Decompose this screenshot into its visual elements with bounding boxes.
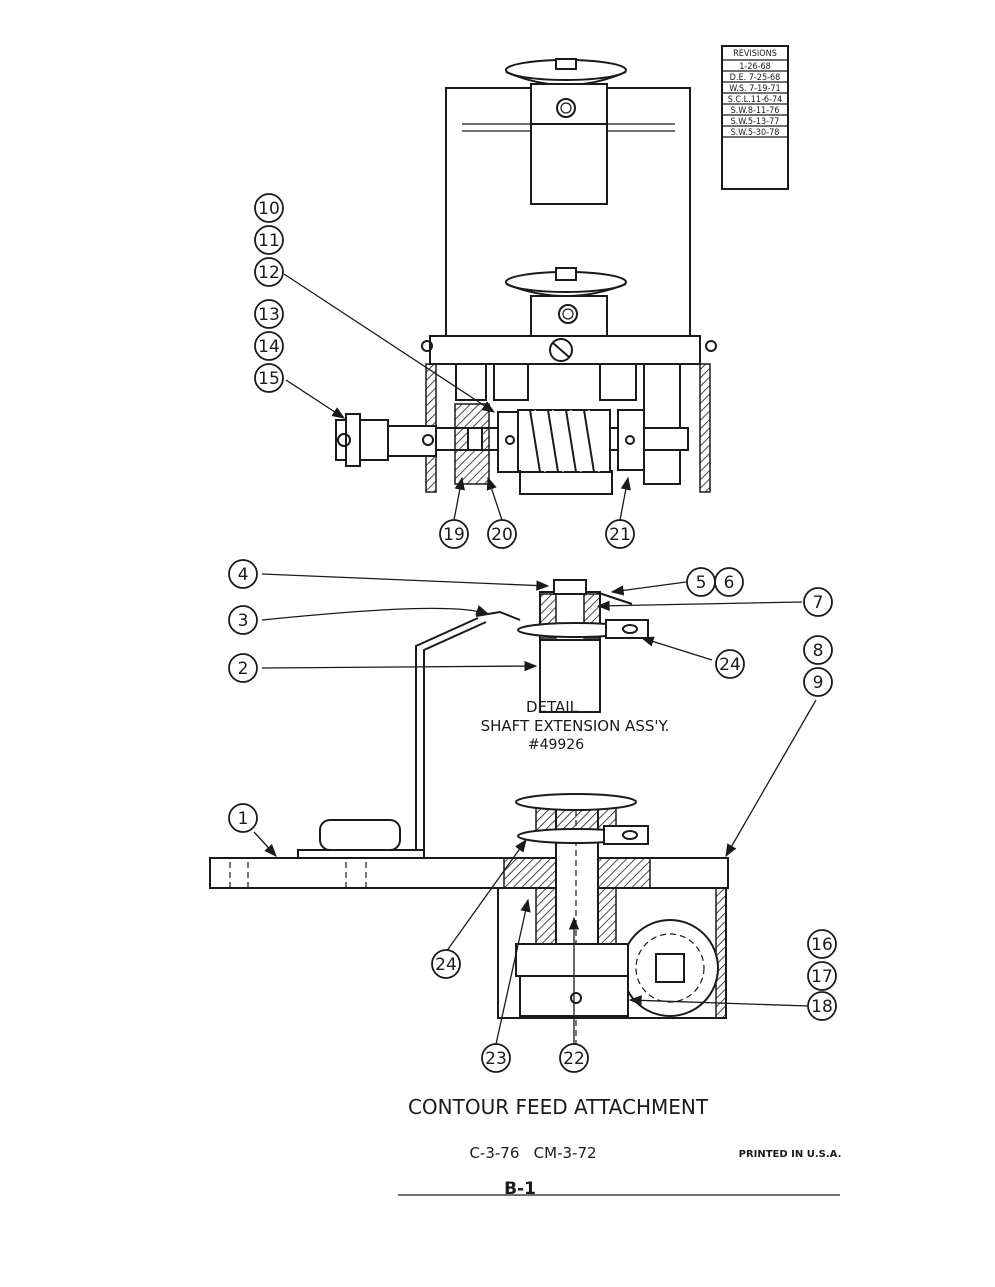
balloon-item-1: 1 bbox=[228, 803, 258, 833]
detail-title: DETAIL bbox=[526, 698, 579, 716]
balloon-label: 10 bbox=[258, 199, 280, 219]
balloon-label: 5 bbox=[696, 573, 707, 593]
balloon-item-24: 24 bbox=[715, 649, 745, 679]
revision-entry: 1-26-68 bbox=[739, 62, 771, 72]
balloon-label: 24 bbox=[719, 655, 741, 675]
balloon-item-12: 12 bbox=[254, 257, 284, 287]
revision-entry: S.C.L.11-6-74 bbox=[728, 95, 783, 105]
top-assembly bbox=[335, 58, 717, 495]
balloon-item-7: 7 bbox=[803, 587, 833, 617]
balloon-item-5: 5 bbox=[686, 567, 716, 597]
balloon-item-9: 9 bbox=[803, 667, 833, 697]
balloon-item-18: 18 bbox=[807, 991, 837, 1021]
balloon-label: 14 bbox=[258, 337, 280, 357]
balloon-item-24: 24 bbox=[431, 949, 461, 979]
balloon-item-19: 19 bbox=[439, 519, 469, 549]
drawing-title: CONTOUR FEED ATTACHMENT bbox=[408, 1095, 709, 1119]
balloon-label: 7 bbox=[813, 593, 824, 613]
revisions-box: REVISIONS 1-26-68D.E. 7-25-68W.S. 7-19-7… bbox=[721, 45, 789, 190]
balloon-label: 6 bbox=[724, 573, 735, 593]
detail-part-number: #49926 bbox=[528, 737, 584, 753]
printed-in-usa: PRINTED IN U.S.A. bbox=[739, 1149, 842, 1160]
balloon-label: 12 bbox=[258, 263, 280, 283]
balloon-label: 21 bbox=[609, 525, 631, 545]
balloon-label: 18 bbox=[811, 997, 833, 1017]
balloon-item-17: 17 bbox=[807, 961, 837, 991]
balloon-item-3: 3 bbox=[228, 605, 258, 635]
balloon-label: 15 bbox=[258, 369, 280, 389]
revision-entry: W.S. 7-19-71 bbox=[729, 84, 780, 94]
balloon-item-14: 14 bbox=[254, 331, 284, 361]
balloon-item-13: 13 bbox=[254, 299, 284, 329]
balloon-label: 19 bbox=[443, 525, 465, 545]
balloon-label: 22 bbox=[563, 1049, 585, 1069]
balloon-label: 24 bbox=[435, 955, 457, 975]
revision-entry: S.W.5-30-78 bbox=[731, 128, 780, 138]
balloon-label: 4 bbox=[238, 565, 249, 585]
balloon-label: 13 bbox=[258, 305, 280, 325]
balloon-label: 8 bbox=[813, 641, 824, 661]
detail-shaft-extension bbox=[415, 579, 649, 858]
balloon-item-20: 20 bbox=[487, 519, 517, 549]
balloon-item-10: 10 bbox=[254, 193, 284, 223]
balloon-item-6: 6 bbox=[714, 567, 744, 597]
balloon-item-16: 16 bbox=[807, 929, 837, 959]
balloon-label: 16 bbox=[811, 935, 833, 955]
revisions-header: REVISIONS bbox=[733, 49, 777, 59]
balloon-item-23: 23 bbox=[481, 1043, 511, 1073]
detail-subtitle: SHAFT EXTENSION ASS'Y. bbox=[481, 717, 670, 735]
lower-assembly bbox=[209, 793, 729, 1050]
balloon-label: 2 bbox=[238, 659, 249, 679]
balloon-label: 11 bbox=[258, 231, 280, 251]
drawing-codes: C-3-76 CM-3-72 bbox=[469, 1144, 596, 1162]
leaders bbox=[253, 273, 817, 1045]
balloon-label: 3 bbox=[238, 611, 249, 631]
page-number: B-1 bbox=[504, 1179, 536, 1199]
balloon-item-2: 2 bbox=[228, 653, 258, 683]
revision-entry: S.W.8-11-76 bbox=[731, 106, 780, 116]
revision-entry: D.E. 7-25-68 bbox=[730, 73, 781, 83]
balloon-item-11: 11 bbox=[254, 225, 284, 255]
revision-entry: S.W.5-13-77 bbox=[731, 117, 780, 127]
balloon-item-22: 22 bbox=[559, 1043, 589, 1073]
balloon-label: 9 bbox=[813, 673, 824, 693]
balloon-label: 1 bbox=[238, 809, 249, 829]
balloon-item-8: 8 bbox=[803, 635, 833, 665]
balloon-label: 20 bbox=[491, 525, 513, 545]
balloon-label: 17 bbox=[811, 967, 833, 987]
balloon-item-4: 4 bbox=[228, 559, 258, 589]
balloon-item-15: 15 bbox=[254, 363, 284, 393]
balloon-label: 23 bbox=[485, 1049, 507, 1069]
balloon-item-21: 21 bbox=[605, 519, 635, 549]
